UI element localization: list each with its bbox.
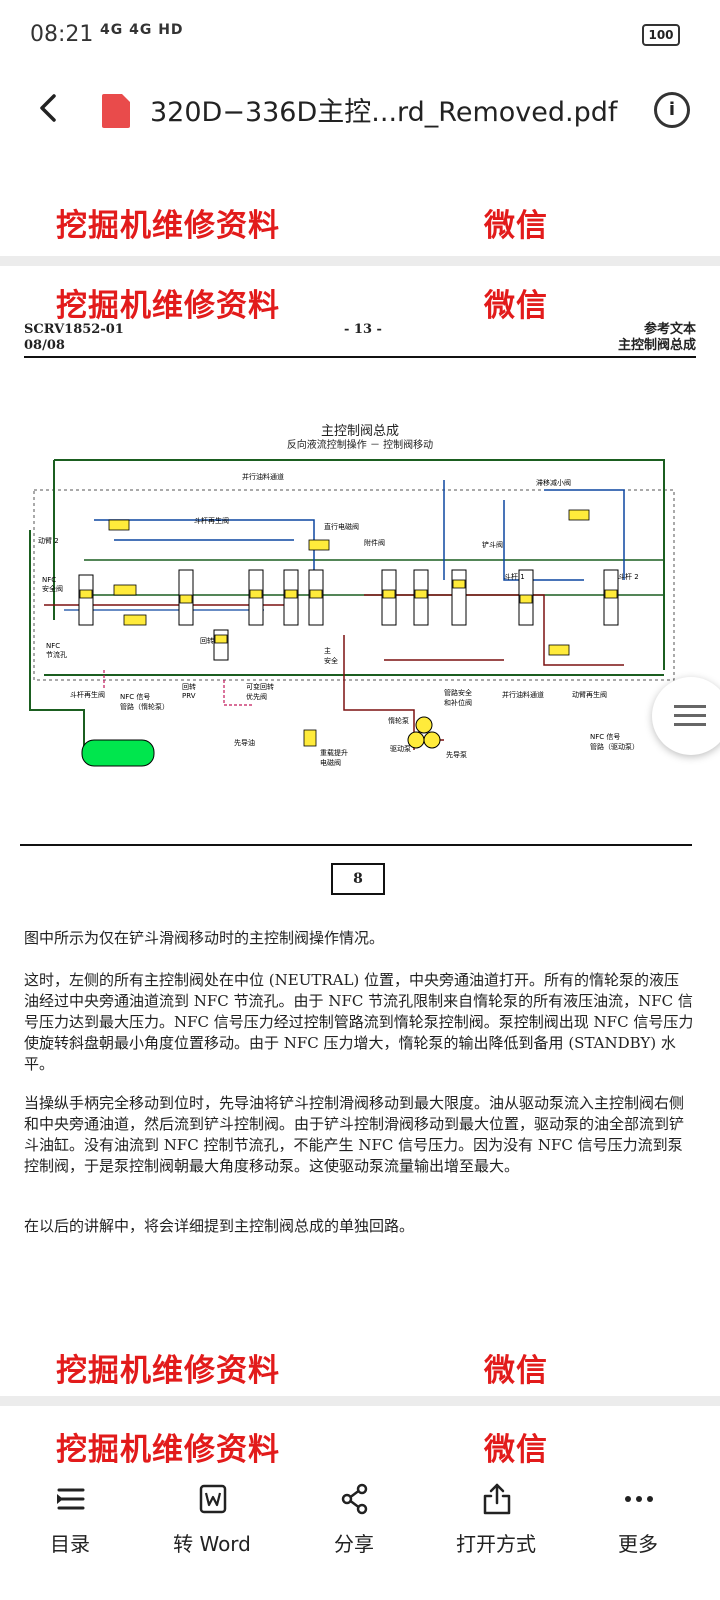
watermark-right: 微信 [484,288,548,324]
status-bar: 08:21 4G 4G HD 100 [0,0,720,72]
paragraph-2: 这时，左侧的所有主控制阀处在中位 (NEUTRAL) 位置，中央旁通油道打开。所… [24,971,694,1073]
pdf-page [0,266,720,1396]
watermark-right: 微信 [484,1432,548,1468]
doc-date: 08/08 [24,338,65,353]
watermark-left: 挖掘机维修资料 [56,208,280,244]
nav-open-with[interactable]: 打开方式 [436,1480,556,1600]
more-icon [625,1496,653,1502]
list-icon [57,1488,85,1510]
label-main-relief: 主 安全 [324,647,338,665]
diagram-title: 主控制阀总成 [320,424,399,439]
label-drive-pump: 驱动泵 [390,745,411,753]
hamburger-icon [674,705,706,708]
nav-contents[interactable]: 目录 [10,1480,130,1600]
doc-code: SCRV1852-01 [24,322,124,337]
info-icon[interactable]: i [654,92,690,128]
label-swing: 回转 [200,637,214,645]
document-title: 320D−336D主控...rd_Removed.pdf [150,97,618,128]
label-boom-regen: 斗杆再生阀 [194,517,229,525]
nav-more[interactable]: 更多 [578,1480,698,1600]
label-idler-pump: 惰轮泵 [388,717,409,725]
watermark-left: 挖掘机维修资料 [56,1432,280,1468]
page-gap [0,256,720,266]
status-time: 08:21 [30,22,94,47]
label-parallel-feed: 并行油料通道 [242,473,284,481]
page-number: - 13 - [344,322,382,337]
page-end-strip [0,152,720,256]
label-line-relief: 管路安全 和补位阀 [444,689,472,707]
label-nfc-orifice: NFC 节流孔 [46,642,67,659]
pdf-file-icon [102,94,130,128]
header-section: 主控制阀总成 [617,338,696,353]
label-stick-regen: 斗杆再生阀 [70,691,105,699]
page-header: SCRV1852-01 08/08 - 13 - 参考文本 主控制阀总成 [24,322,696,358]
paragraph-1: 图中所示为仅在铲斗滑阀移动时的主控制阀操作情况。 [24,929,385,947]
label-parallel-feed-2: 并行油料通道 [502,691,544,699]
watermark-left: 挖掘机维修资料 [56,1353,280,1389]
label-nfc-relief: NFC 安全阀 [42,576,63,593]
label-swing2: 动臂 2 [38,537,59,545]
nav-to-word[interactable]: 转 Word [152,1480,272,1600]
nav-label: 更多 [618,1532,658,1556]
header-category: 参考文本 [643,322,696,337]
watermark-left: 挖掘机维修资料 [56,288,280,324]
bottom-toolbar: 目录 转 Word 分享 打开方式 更多 [0,1480,720,1600]
page-rule [20,844,692,846]
open-with-icon [483,1483,511,1515]
battery-icon: 100 [642,24,680,46]
label-heavy-lift: 重载提升 电磁阀 [320,749,348,767]
label-crossover: 滞移减小阀 [536,479,571,487]
paragraph-3: 当操纵手柄完全移动到位时，先导油将铲斗控制滑阀移动到最大限度。油从驱动泵流入主控… [24,1094,685,1175]
label-boom-regen-2: 动臂再生阀 [572,691,607,699]
diagram-graphics [29,459,675,767]
share-icon [341,1483,368,1515]
nav-label: 打开方式 [456,1532,536,1556]
word-icon [199,1484,227,1514]
watermark-right: 微信 [484,1353,548,1389]
nav-label: 目录 [50,1532,90,1556]
watermark-right: 微信 [484,208,548,244]
figure-number: 8 [331,863,385,895]
paragraph-4: 在以后的讲解中，将会详细提到主控制阀总成的单独回路。 [24,1217,415,1235]
label-bucket: 铲斗阀 [482,541,503,549]
label-pilot-oil: 先导油 [234,739,255,747]
nav-share[interactable]: 分享 [294,1480,414,1600]
label-attachment: 附件阀 [364,539,385,547]
signal-icon: 4G 4G HD [100,22,184,38]
floating-menu-handle[interactable] [652,677,720,755]
page-gap [0,1396,720,1406]
label-pilot-pump: 先导泵 [446,751,467,759]
diagram-subtitle: 反向液流控制操作 － 控制阀移动 [286,440,434,451]
nav-label: 转 Word [173,1532,251,1556]
label-stick1: 斗杆 1 [504,573,525,581]
label-stick2: 斗杆 2 [618,573,639,581]
label-nfc-signal: NFC 信号 管路（惰轮泵） [120,693,169,711]
label-straight-travel: 直行电磁阀 [324,523,359,531]
nav-label: 分享 [334,1532,374,1556]
top-app-bar: 320D−336D主控...rd_Removed.pdf i [0,72,720,152]
back-arrow-icon[interactable] [30,88,70,128]
hydraulic-diagram: 主控制阀总成 反向液流控制操作 － 控制阀移动 [24,420,696,780]
label-variable-swing: 可变回转 优先阀 [246,683,274,701]
label-nfc-signal-2: NFC 信号 管路（驱动泵） [590,733,639,751]
next-page [0,1406,720,1480]
label-swing-prv: 回转 PRV [182,683,196,700]
